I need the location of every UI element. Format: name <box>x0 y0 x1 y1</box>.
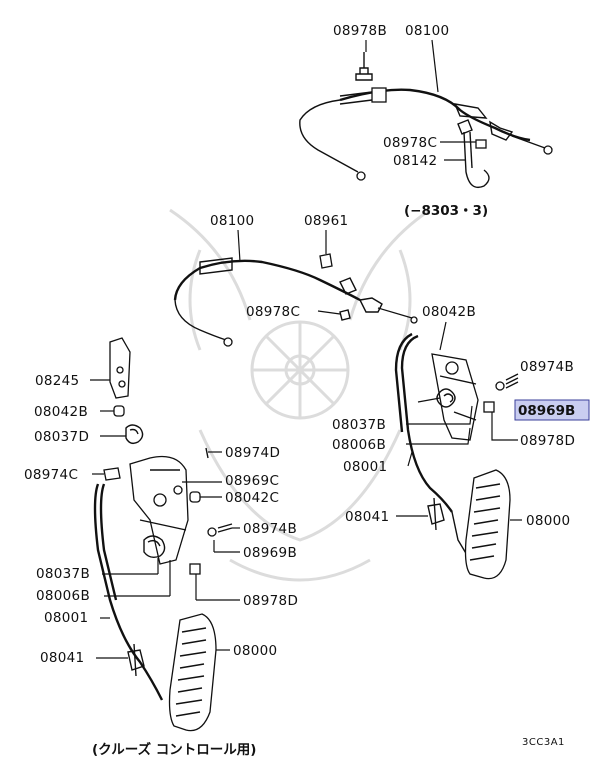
label-08041-right[interactable]: 08041 <box>345 509 389 525</box>
label-08001-right[interactable]: 08001 <box>343 459 387 475</box>
label-08142[interactable]: 08142 <box>393 153 437 169</box>
label-08042B-right[interactable]: 08042B <box>422 304 476 320</box>
label-08037B-right[interactable]: 08037B <box>332 417 386 433</box>
label-08042C[interactable]: 08042C <box>225 490 279 506</box>
label-08001-left[interactable]: 08001 <box>44 610 88 626</box>
label-08974B-right[interactable]: 08974B <box>520 359 574 375</box>
middle-cable-assembly <box>173 229 418 347</box>
right-pedal-assembly <box>394 321 522 580</box>
label-08245[interactable]: 08245 <box>35 373 79 389</box>
label-08978C-top[interactable]: 08978C <box>383 135 437 151</box>
label-08042B-left[interactable]: 08042B <box>34 404 88 420</box>
label-08006B-left[interactable]: 08006B <box>36 588 90 604</box>
label-08100-top[interactable]: 08100 <box>405 23 449 39</box>
variant-note: (−8303・3) <box>404 203 488 219</box>
label-08006B-right[interactable]: 08006B <box>332 437 386 453</box>
label-08000-right[interactable]: 08000 <box>526 513 570 529</box>
label-08969B-right[interactable]: 08969B <box>518 403 575 419</box>
label-08969C[interactable]: 08969C <box>225 473 279 489</box>
left-pedal-assembly <box>90 337 240 732</box>
label-08978D-right[interactable]: 08978D <box>520 433 575 449</box>
label-08000-left[interactable]: 08000 <box>233 643 277 659</box>
label-08041-left[interactable]: 08041 <box>40 650 84 666</box>
label-08978D-left[interactable]: 08978D <box>243 593 298 609</box>
highlight-box <box>514 399 590 421</box>
label-08100-mid[interactable]: 08100 <box>210 213 254 229</box>
label-08037D[interactable]: 08037D <box>34 429 89 445</box>
label-08978B-top[interactable]: 08978B <box>333 23 387 39</box>
label-08961[interactable]: 08961 <box>304 213 348 229</box>
label-08974C[interactable]: 08974C <box>24 467 78 483</box>
label-08974B-left[interactable]: 08974B <box>243 521 297 537</box>
label-08037B-left[interactable]: 08037B <box>36 566 90 582</box>
label-08969B-left[interactable]: 08969B <box>243 545 297 561</box>
label-08974D[interactable]: 08974D <box>225 445 280 461</box>
cruise-control-note: (クルーズ コントロール用) <box>92 741 256 758</box>
diagram-code: 3CC3A1 <box>522 737 565 748</box>
top-cable-assembly <box>299 39 553 189</box>
label-08978C-mid[interactable]: 08978C <box>246 304 300 320</box>
